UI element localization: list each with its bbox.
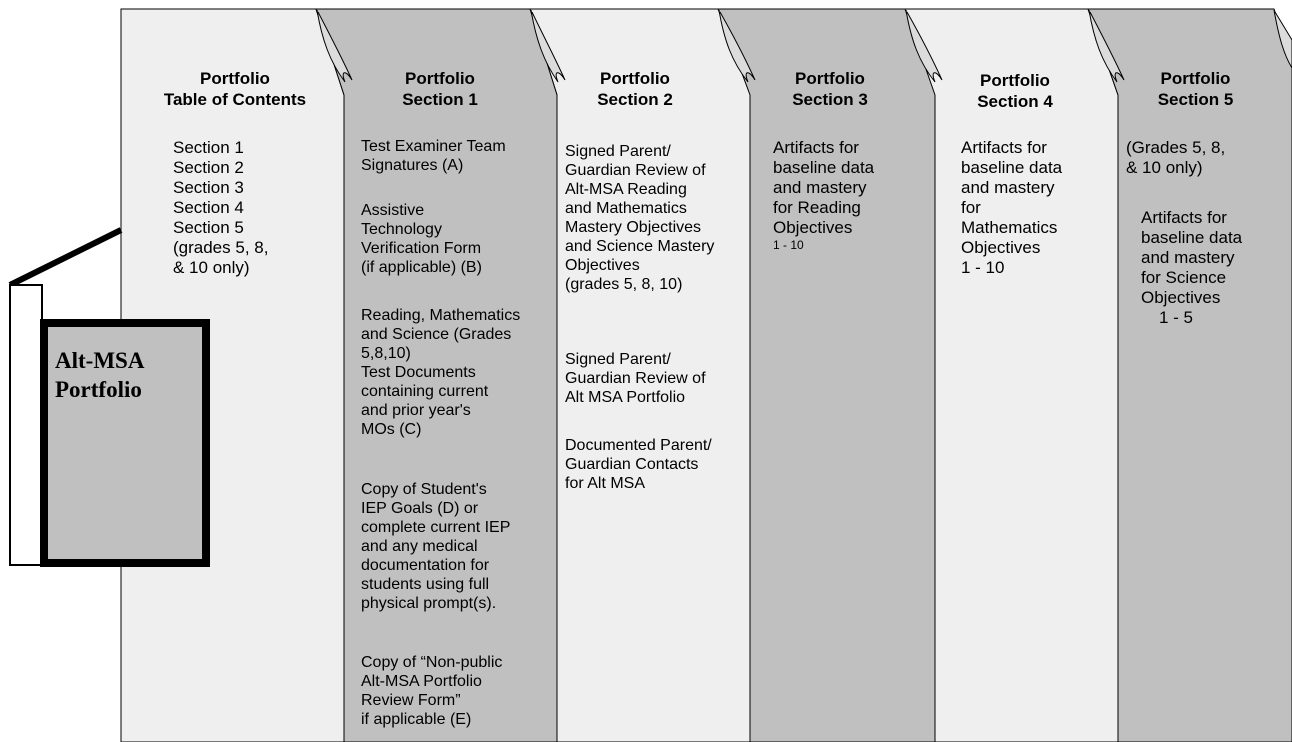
section2-item-3: Documented Parent/ Guardian Contacts for… bbox=[565, 437, 712, 492]
tab-curl-1 bbox=[316, 9, 353, 83]
tab-curl-2 bbox=[530, 9, 566, 83]
tab-curl-6 bbox=[1273, 9, 1292, 69]
toc-item: Section 5 bbox=[173, 218, 244, 237]
tab-curl-4 bbox=[905, 9, 943, 83]
section2-item-1: Signed Parent/ Guardian Review of Alt-MS… bbox=[565, 143, 715, 293]
toc-list: Section 1 Section 2 Section 3 Section 4 … bbox=[173, 138, 268, 278]
tab-curl-5 bbox=[1088, 9, 1125, 83]
binder-cover bbox=[40, 319, 210, 567]
section4-body: Artifacts for baseline data and mastery … bbox=[961, 138, 1063, 277]
section1-panel bbox=[315, 8, 558, 742]
binder-label: Alt-MSA Portfolio bbox=[55, 348, 145, 402]
section3-body: Artifacts for baseline data and mastery … bbox=[773, 138, 875, 252]
toc-title: Portfolio Table of Contents bbox=[163, 69, 307, 109]
toc-item: Section 3 bbox=[173, 178, 244, 197]
toc-item: Section 2 bbox=[173, 158, 244, 177]
section3-panel-body bbox=[717, 8, 937, 742]
section5-title: Portfolio Section 5 bbox=[1157, 69, 1234, 109]
toc-item: Section 1 bbox=[173, 138, 244, 157]
toc-item: & 10 only) bbox=[173, 258, 250, 277]
tab-curl-3 bbox=[718, 9, 756, 83]
toc-item: Section 4 bbox=[173, 198, 244, 217]
section1-item-d: Copy of Student's IEP Goals (D) or compl… bbox=[361, 481, 511, 612]
section3-range: 1 - 10 bbox=[773, 238, 804, 252]
section3-title: Portfolio Section 3 bbox=[792, 69, 868, 109]
section4-title: Portfolio Section 4 bbox=[977, 71, 1053, 111]
toc-item: (grades 5, 8, bbox=[173, 238, 269, 257]
binder-spine-top bbox=[8, 227, 123, 288]
section4-panel bbox=[904, 8, 1119, 742]
section5-body: Artifacts for baseline data and mastery … bbox=[1141, 208, 1243, 327]
binder-back bbox=[9, 284, 43, 566]
section5-note: (Grades 5, 8, & 10 only) bbox=[1126, 138, 1226, 177]
section1-item-e: Copy of “Non-public Alt-MSA Portfolio Re… bbox=[361, 654, 503, 728]
section1-item-a: Test Examiner Team Signatures (A) bbox=[361, 138, 506, 174]
section5-panel bbox=[1087, 8, 1292, 742]
section2-item-2: Signed Parent/ Guardian Review of Alt MS… bbox=[565, 351, 706, 406]
section1-title: Portfolio Section 1 bbox=[402, 69, 478, 109]
section1-item-b: Assistive Technology Verification Form (… bbox=[361, 202, 482, 276]
section1-item-c: Reading, Mathematics and Science (Grades… bbox=[361, 307, 521, 438]
section2-title: Portfolio Section 2 bbox=[597, 69, 673, 109]
